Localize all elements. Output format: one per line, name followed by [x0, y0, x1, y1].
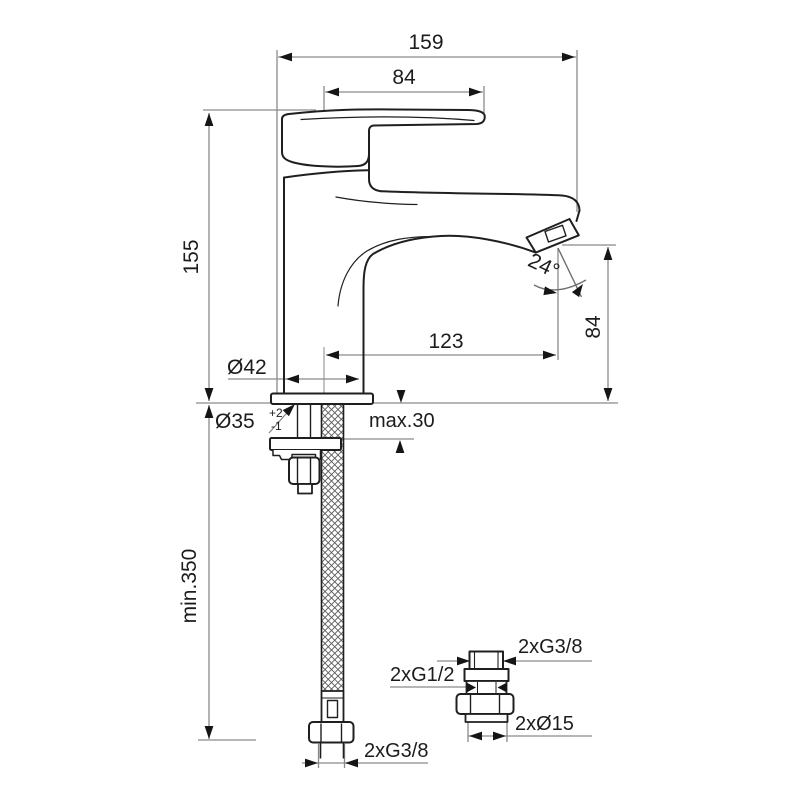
- hose-hex-nut: [308, 721, 355, 744]
- mounting-stud-stub: [297, 483, 313, 495]
- label-spout-height: 84: [582, 315, 605, 339]
- arrow-15-right: [493, 731, 506, 741]
- faucet-spout-top-highlight: [335, 196, 418, 206]
- label-total-height: 155: [180, 239, 203, 274]
- adapter-compression-end: [464, 713, 509, 723]
- label-hole-diameter: Ø35: [215, 410, 255, 433]
- arrow-123-right: [543, 350, 556, 360]
- arrow-84right-top: [603, 247, 613, 260]
- mounting-washer: [269, 437, 342, 451]
- arrow-155-top: [204, 113, 214, 126]
- label-handle-length: 84: [392, 66, 416, 89]
- dimension-labels: 159 84 155 Ø42 123 24° 84 max.30 Ø35 +2 …: [178, 31, 605, 762]
- adapter-nipple-thread-lines: [473, 652, 499, 669]
- hose-end-connector: [308, 690, 355, 759]
- faucet-spout-underside: [362, 234, 537, 395]
- arrow-155-bottom: [204, 388, 214, 401]
- label-body-diameter: Ø42: [227, 356, 267, 379]
- label-min-hose-length: min.350: [178, 549, 201, 624]
- faucet: [281, 108, 581, 395]
- hose-braid: [321, 404, 344, 691]
- faucet-handle: [281, 108, 486, 168]
- arrow-adapter-top-right: [503, 656, 516, 666]
- arrow-max30-top: [396, 390, 406, 403]
- adapter-collar: [463, 668, 510, 682]
- arrow-adapter-top-left: [457, 656, 470, 666]
- arrow-hose-thread-right: [345, 758, 358, 768]
- hose-edges: [320, 404, 345, 691]
- arrow-84top-left: [326, 87, 339, 97]
- arrow-angle-arc-left: [543, 286, 558, 298]
- dimension-lines: [196, 50, 618, 768]
- mounting-studs: [296, 404, 312, 438]
- faucet-body-shoulder: [283, 169, 369, 179]
- faucet-spout-underside-highlight: [337, 235, 435, 307]
- mounting-hardware: [269, 392, 374, 495]
- supply-hose: [320, 404, 345, 691]
- base-plate: [270, 392, 374, 405]
- arrow-84right-bottom: [603, 388, 613, 401]
- arrow-159-right: [562, 52, 575, 62]
- adapter-thread-mark-right: [497, 682, 507, 693]
- adapter-hex-nut-facets: [469, 695, 501, 713]
- arrow-159-left: [279, 52, 292, 62]
- faucet-cap-front-edge: [368, 153, 382, 193]
- arrow-hose-thread-left: [305, 758, 318, 768]
- label-adapter-connection-small: 2xG3/8: [518, 636, 582, 658]
- arrow-15-left: [469, 731, 482, 741]
- arrow-84top-right: [469, 87, 482, 97]
- angle-arc: [533, 279, 587, 291]
- label-hole-tolerance-minus: -1: [271, 419, 282, 433]
- adapter-thread-lines: [477, 682, 497, 693]
- arrow-42-right: [346, 374, 359, 384]
- arrow-min350-top: [204, 405, 214, 418]
- label-spout-reach: 123: [428, 330, 463, 353]
- label-adapter-pipe-diameter: 2xØ15: [515, 713, 574, 735]
- faucet-spout-tip-edge: [575, 209, 581, 222]
- label-hole-tolerance-plus: +2: [269, 406, 283, 420]
- adapter-hex-nut: [455, 693, 515, 715]
- hose-crimp-window: [326, 699, 339, 719]
- faucet-spout-top-edge: [380, 190, 581, 212]
- arrow-42-left: [286, 374, 299, 384]
- arrow-123-left: [326, 350, 339, 360]
- arrow-min350-bottom: [204, 726, 214, 739]
- label-max-deck-thickness: max.30: [369, 410, 435, 432]
- label-adapter-connection-large: 2xG1/2: [390, 664, 454, 686]
- label-overall-width: 159: [408, 31, 443, 54]
- spout-aerator: [544, 224, 567, 243]
- mounting-hex-nut-facets: [296, 458, 312, 483]
- faucet-handle-inner-line: [300, 116, 475, 122]
- label-hose-connection: 2xG3/8: [364, 740, 428, 762]
- adapter-fitting: [455, 650, 515, 723]
- mounting-hex-nut: [288, 456, 321, 485]
- label-spout-angle: 24°: [524, 249, 563, 283]
- arrow-max30-bottom: [395, 440, 405, 453]
- hose-thread-stub: [319, 742, 345, 759]
- adapter-thread-mark-left: [467, 682, 476, 693]
- hose-hex-nut-facets: [320, 723, 343, 742]
- spout-outlet-block: [525, 218, 580, 254]
